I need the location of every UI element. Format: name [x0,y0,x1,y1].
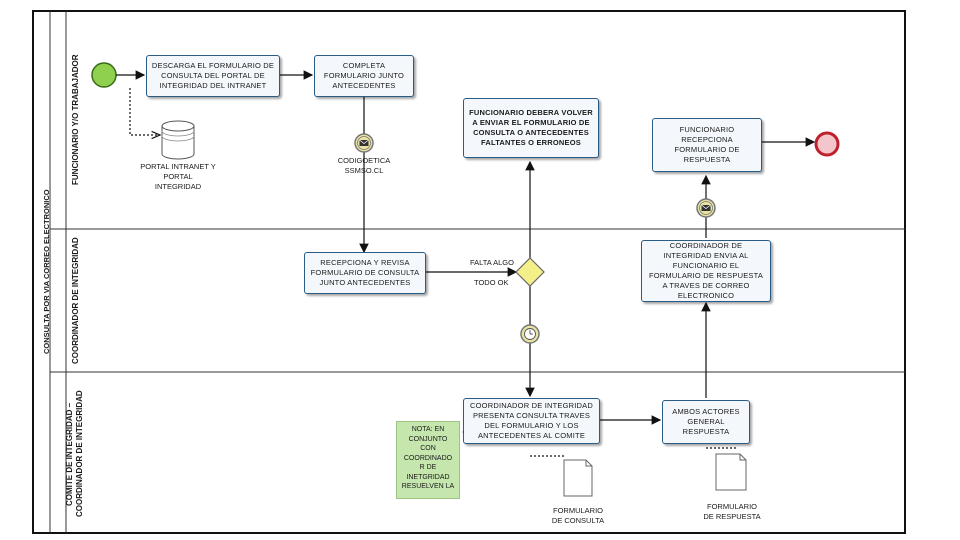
end-event [814,131,840,157]
start-event [91,62,117,88]
task-presenta-consulta[interactable]: COORDINADOR DE INTEGRIDAD PRESENTA CONSU… [463,398,600,444]
note-annotation: NOTA: EN CONJUNTO CON COORDINADO R DE IN… [396,421,460,499]
task-recepciona-revisa[interactable]: RECEPCIONA Y REVISA FORMULARIO DE CONSUL… [304,252,426,294]
datastore-label: PORTAL INTRANET Y PORTAL INTEGRIDAD [140,162,216,191]
message-event-2-icon [696,198,716,218]
task-volver-enviar[interactable]: FUNCIONARIO DEBERA VOLVER A ENVIAR EL FO… [463,98,599,158]
message-event-icon [354,133,374,153]
task-completa-formulario[interactable]: COMPLETA FORMULARIO JUNTO ANTECEDENTES [314,55,414,97]
document-respuesta-icon [715,453,747,491]
message-event-label: CODIGOETICA SSMSO.CL [337,156,391,175]
datastore-icon [161,120,195,160]
timer-event-icon [520,324,540,344]
document-consulta-icon [563,459,593,497]
task-ambos-actores[interactable]: AMBOS ACTORES GENERAL RESPUESTA [662,400,750,444]
gateway-branch-no: TODO OK [474,278,509,287]
exclusive-gateway [515,257,545,287]
document-respuesta-label: FORMULARIO DE RESPUESTA [703,502,761,521]
document-consulta-label: FORMULARIO DE CONSULTA [551,506,605,525]
gateway-branch-yes: FALTA ALGO [470,258,514,267]
task-envia-respuesta[interactable]: COORDINADOR DE INTEGRIDAD ENVIA AL FUNCI… [641,240,771,302]
task-recepciona-respuesta[interactable]: FUNCIONARIO RECEPCIONA FORMULARIO DE RES… [652,118,762,172]
task-descarga-formulario[interactable]: DESCARGA EL FORMULARIO DE CONSULTA DEL P… [146,55,280,97]
